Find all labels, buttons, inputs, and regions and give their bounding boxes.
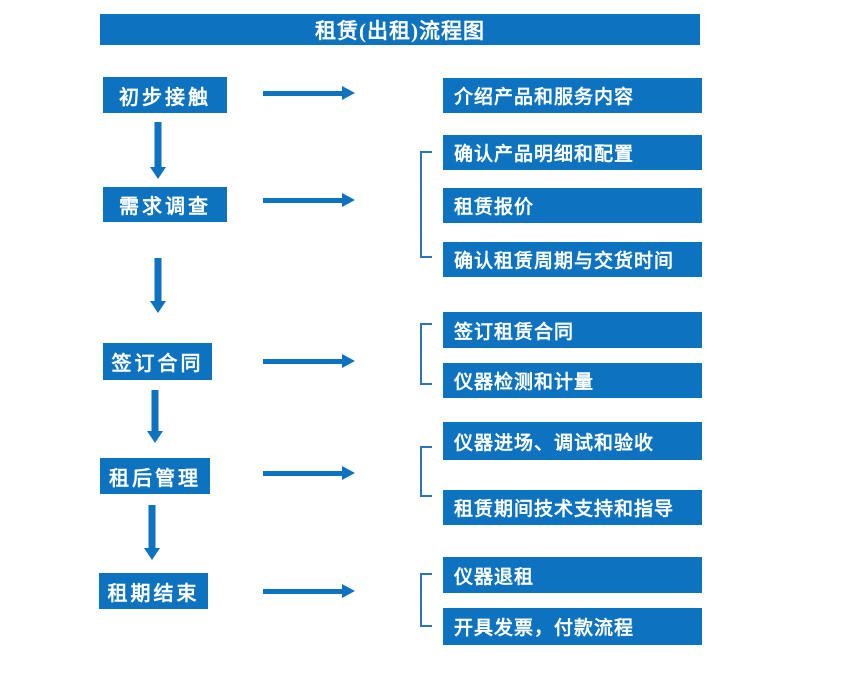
step-box-demand-survey: 需求调查 — [103, 187, 227, 222]
detail-box-invoice-payment: 开具发票，付款流程 — [443, 608, 702, 645]
arrow-shaft — [263, 90, 344, 96]
arrow-right-head-icon — [342, 354, 355, 368]
arrow-down-connector-1 — [150, 122, 166, 179]
detail-box-confirm-product-config: 确认产品明细和配置 — [443, 135, 702, 170]
arrow-down-head-icon — [144, 548, 160, 560]
group-bracket-sign-contract — [420, 323, 432, 385]
arrow-right-connector-2 — [263, 193, 355, 207]
flowchart-title: 租赁(出租)流程图 — [100, 14, 700, 45]
group-bracket-rental-end — [420, 573, 432, 627]
detail-box-rental-quotation: 租赁报价 — [443, 188, 702, 223]
arrow-down-head-icon — [150, 167, 166, 179]
group-bracket-demand-survey — [420, 151, 432, 258]
arrow-down-connector-4 — [144, 505, 160, 560]
arrow-right-head-icon — [342, 584, 355, 598]
group-bracket-post-rental — [420, 446, 432, 497]
step-box-sign-contract: 签订合同 — [103, 343, 212, 380]
arrow-shaft — [263, 358, 344, 364]
arrow-down-connector-3 — [147, 390, 163, 443]
detail-box-instrument-return: 仪器退租 — [443, 557, 702, 593]
arrow-down-connector-2 — [150, 258, 166, 313]
arrow-shaft — [151, 390, 159, 433]
detail-box-sign-rental-contract: 签订租赁合同 — [443, 312, 702, 348]
detail-box-instrument-testing: 仪器检测和计量 — [443, 363, 702, 398]
step-box-initial-contact: 初步接触 — [103, 77, 227, 113]
detail-box-technical-support: 租赁期间技术支持和指导 — [443, 490, 702, 525]
arrow-shaft — [154, 122, 162, 169]
arrow-shaft — [148, 505, 156, 550]
detail-box-introduce-products: 介绍产品和服务内容 — [443, 78, 702, 113]
detail-box-confirm-period-delivery: 确认租赁周期与交货时间 — [443, 242, 702, 277]
arrow-right-head-icon — [342, 86, 355, 100]
arrow-right-head-icon — [342, 466, 355, 480]
step-box-rental-end: 租期结束 — [99, 573, 208, 609]
arrow-shaft — [154, 258, 162, 303]
arrow-right-connector-1 — [263, 86, 355, 100]
arrow-shaft — [263, 197, 344, 203]
arrow-shaft — [263, 588, 344, 594]
arrow-right-head-icon — [342, 193, 355, 207]
arrow-right-connector-4 — [263, 466, 355, 480]
arrow-right-connector-3 — [263, 354, 355, 368]
arrow-shaft — [263, 470, 344, 476]
step-box-post-rental-management: 租后管理 — [100, 458, 210, 494]
arrow-right-connector-5 — [263, 584, 355, 598]
arrow-down-head-icon — [147, 431, 163, 443]
detail-box-instrument-setup-acceptance: 仪器进场、调试和验收 — [443, 422, 702, 460]
arrow-down-head-icon — [150, 301, 166, 313]
